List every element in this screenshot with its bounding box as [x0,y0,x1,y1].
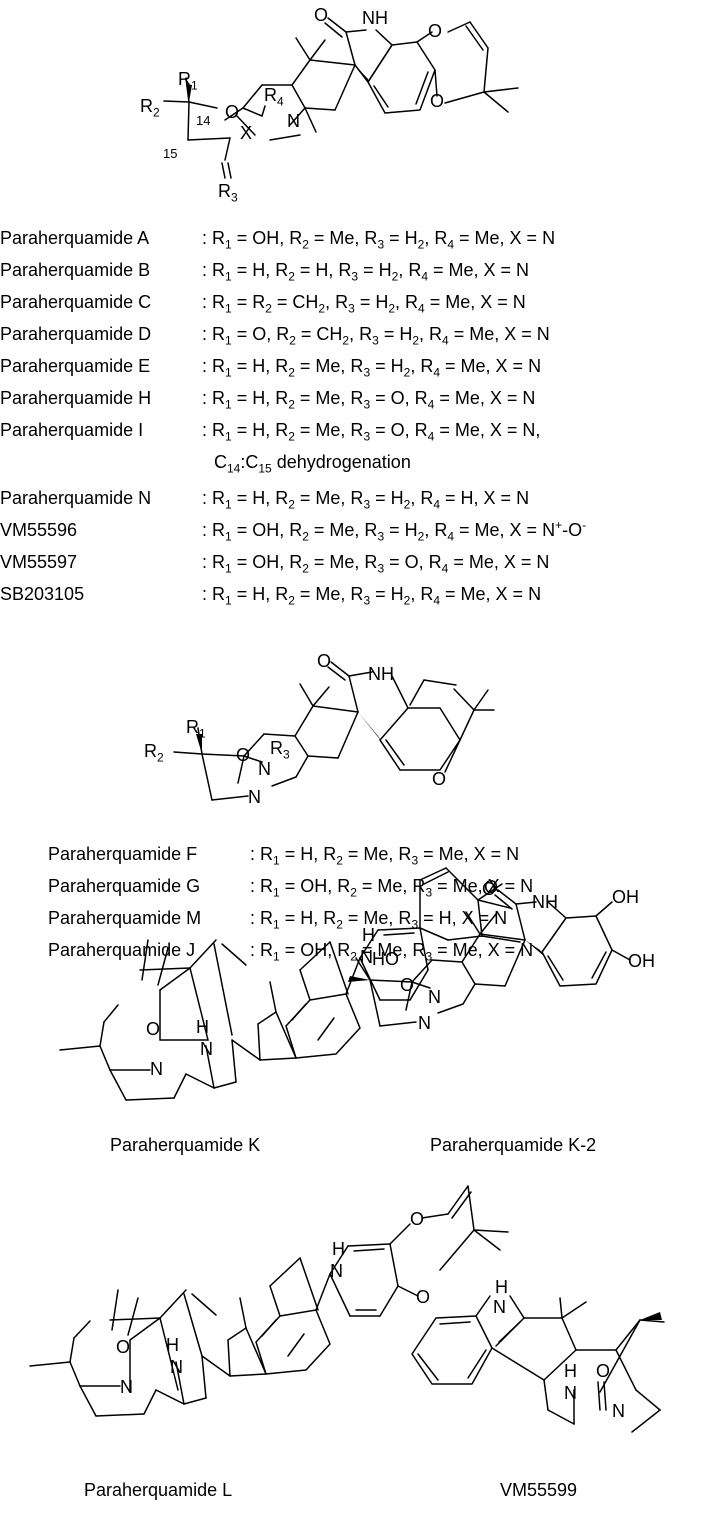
k-nh-h: H [196,1017,209,1037]
k-indole-h: H [362,925,375,945]
k-pyran-o: O [482,879,497,899]
k2-nh: NH [532,892,558,912]
s1-r3: R3 [218,181,238,205]
l-nh-h: H [166,1335,179,1355]
l-n-right: N [170,1357,183,1377]
s1-r4: R4 [264,85,284,109]
vm-n-right: N [612,1401,625,1421]
vm-indole-h: H [495,1277,508,1297]
vm-indole-n: N [493,1297,506,1317]
s2-r3: R3 [270,738,290,762]
k2-carbonyl-o: O [484,877,499,897]
s1-pos14: 14 [196,113,211,128]
s2-amide-o: O [236,745,251,765]
s1-carbonyl-o: O [314,5,329,25]
vm-nh-h: H [564,1361,577,1381]
s2-r2: R2 [144,741,164,765]
s2-carbonyl-o: O [317,651,332,671]
s1-x: X [240,123,253,143]
k2-ho: HO [372,949,399,969]
k2-oh-top: OH [612,887,639,907]
s1-ring-o-top: O [428,21,443,41]
k2-caption: Paraherquamide K-2 [430,1135,597,1155]
s1-r2: R2 [140,96,160,120]
k2-n-left: N [418,1013,431,1033]
s2-n-right: N [258,759,271,779]
s2-r1: R1 [186,717,206,741]
l-indole-h: H [332,1239,345,1259]
vm-caption: VM55599 [500,1480,578,1500]
k-amide-o: O [146,1019,161,1039]
vm-n-left: N [564,1383,577,1403]
s1-ring-o-bottom: O [430,91,445,111]
s1-nh: NH [362,8,388,28]
k2-oh-bottom: OH [628,951,655,971]
s2-n-left: N [248,787,261,807]
s1-pos15: 15 [163,146,178,161]
s1-r1: R1 [178,69,198,93]
l-amide-o: O [116,1337,131,1357]
k-indole-n: N [360,947,373,967]
s2-nh: NH [368,664,394,684]
l-oxepine-o-top: O [410,1209,425,1229]
k2-amide-o: O [400,975,415,995]
l-n-left: N [120,1377,133,1397]
k-n-left: N [150,1059,163,1079]
k2-n-right: N [428,987,441,1007]
k-caption: Paraherquamide K [110,1135,261,1155]
s1-amide-o: O [225,102,240,122]
k-n-right: N [200,1039,213,1059]
l-caption: Paraherquamide L [84,1480,233,1500]
s1-n: N [287,111,300,131]
vm-amide-o: O [596,1361,611,1381]
l-indole-n: N [330,1261,343,1281]
l-oxepine-o-bottom: O [416,1287,431,1307]
s2-ring-o: O [432,769,447,789]
